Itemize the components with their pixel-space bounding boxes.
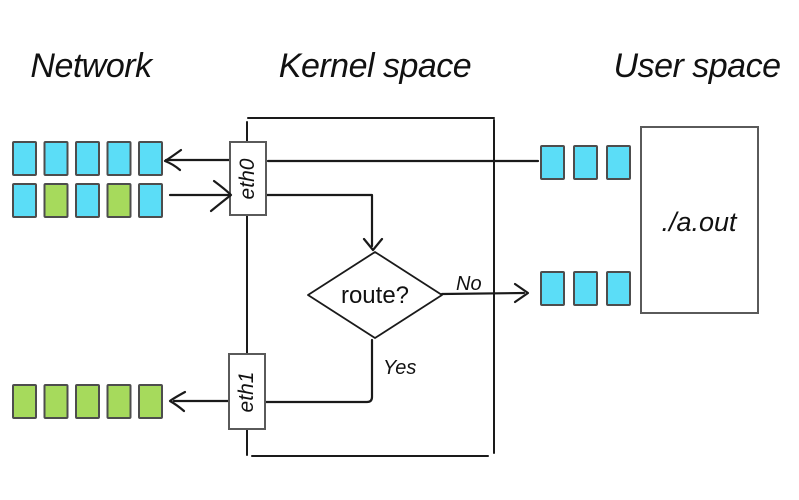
arrowhead-down-into-route-icon — [362, 237, 384, 252]
edges — [164, 158, 540, 404]
packet — [573, 145, 598, 180]
eth1-box — [228, 353, 266, 430]
packet — [573, 271, 598, 306]
user-top-packets — [540, 145, 631, 180]
packet — [75, 183, 100, 218]
column-header-user-space: User space — [614, 47, 781, 85]
process-box — [640, 126, 759, 314]
arrowhead-left-from-eth1-icon — [168, 390, 187, 413]
eth1-label: eth1 — [235, 372, 258, 413]
no-edge-label: No — [456, 273, 482, 295]
packet — [106, 183, 132, 218]
packet — [43, 384, 69, 419]
edge-route-no-to-user — [440, 291, 526, 296]
packet — [138, 183, 163, 218]
packet — [138, 384, 163, 419]
edge-route-yes-to-eth1 — [264, 338, 374, 404]
eth0-label: eth0 — [236, 158, 259, 199]
packet — [12, 141, 37, 176]
packet — [75, 384, 100, 419]
route-decision-label: route? — [341, 282, 409, 309]
packet — [138, 141, 163, 176]
packet — [12, 183, 37, 218]
route-decision-diamond — [307, 251, 443, 339]
yes-edge-label: Yes — [383, 357, 416, 379]
network-in-packets — [12, 141, 163, 176]
arrowhead-right-into-eth0-icon — [209, 179, 233, 213]
packet — [43, 141, 69, 176]
packet — [75, 141, 100, 176]
column-header-network: Network — [30, 47, 154, 85]
user-bottom-packets — [540, 271, 631, 306]
packet — [606, 145, 631, 180]
eth0-box — [229, 141, 267, 216]
process-label: ./a.out — [661, 207, 738, 237]
arrowhead-right-no-path-icon — [513, 282, 530, 304]
arrowheads — [163, 148, 530, 413]
packet — [540, 271, 565, 306]
edge-eth0-to-route-decision — [264, 193, 374, 248]
network-mixed-packets — [12, 183, 163, 218]
edge-tx-aout-to-eth0-to-network — [164, 158, 540, 163]
packet — [12, 384, 37, 419]
network-out-packets — [12, 384, 163, 419]
packet — [106, 384, 132, 419]
packet — [540, 145, 565, 180]
packet — [606, 271, 631, 306]
packet — [106, 141, 132, 176]
column-header-kernel-space: Kernel space — [279, 47, 471, 85]
packet — [43, 183, 69, 218]
arrowhead-left-to-network-in-icon — [163, 148, 183, 172]
